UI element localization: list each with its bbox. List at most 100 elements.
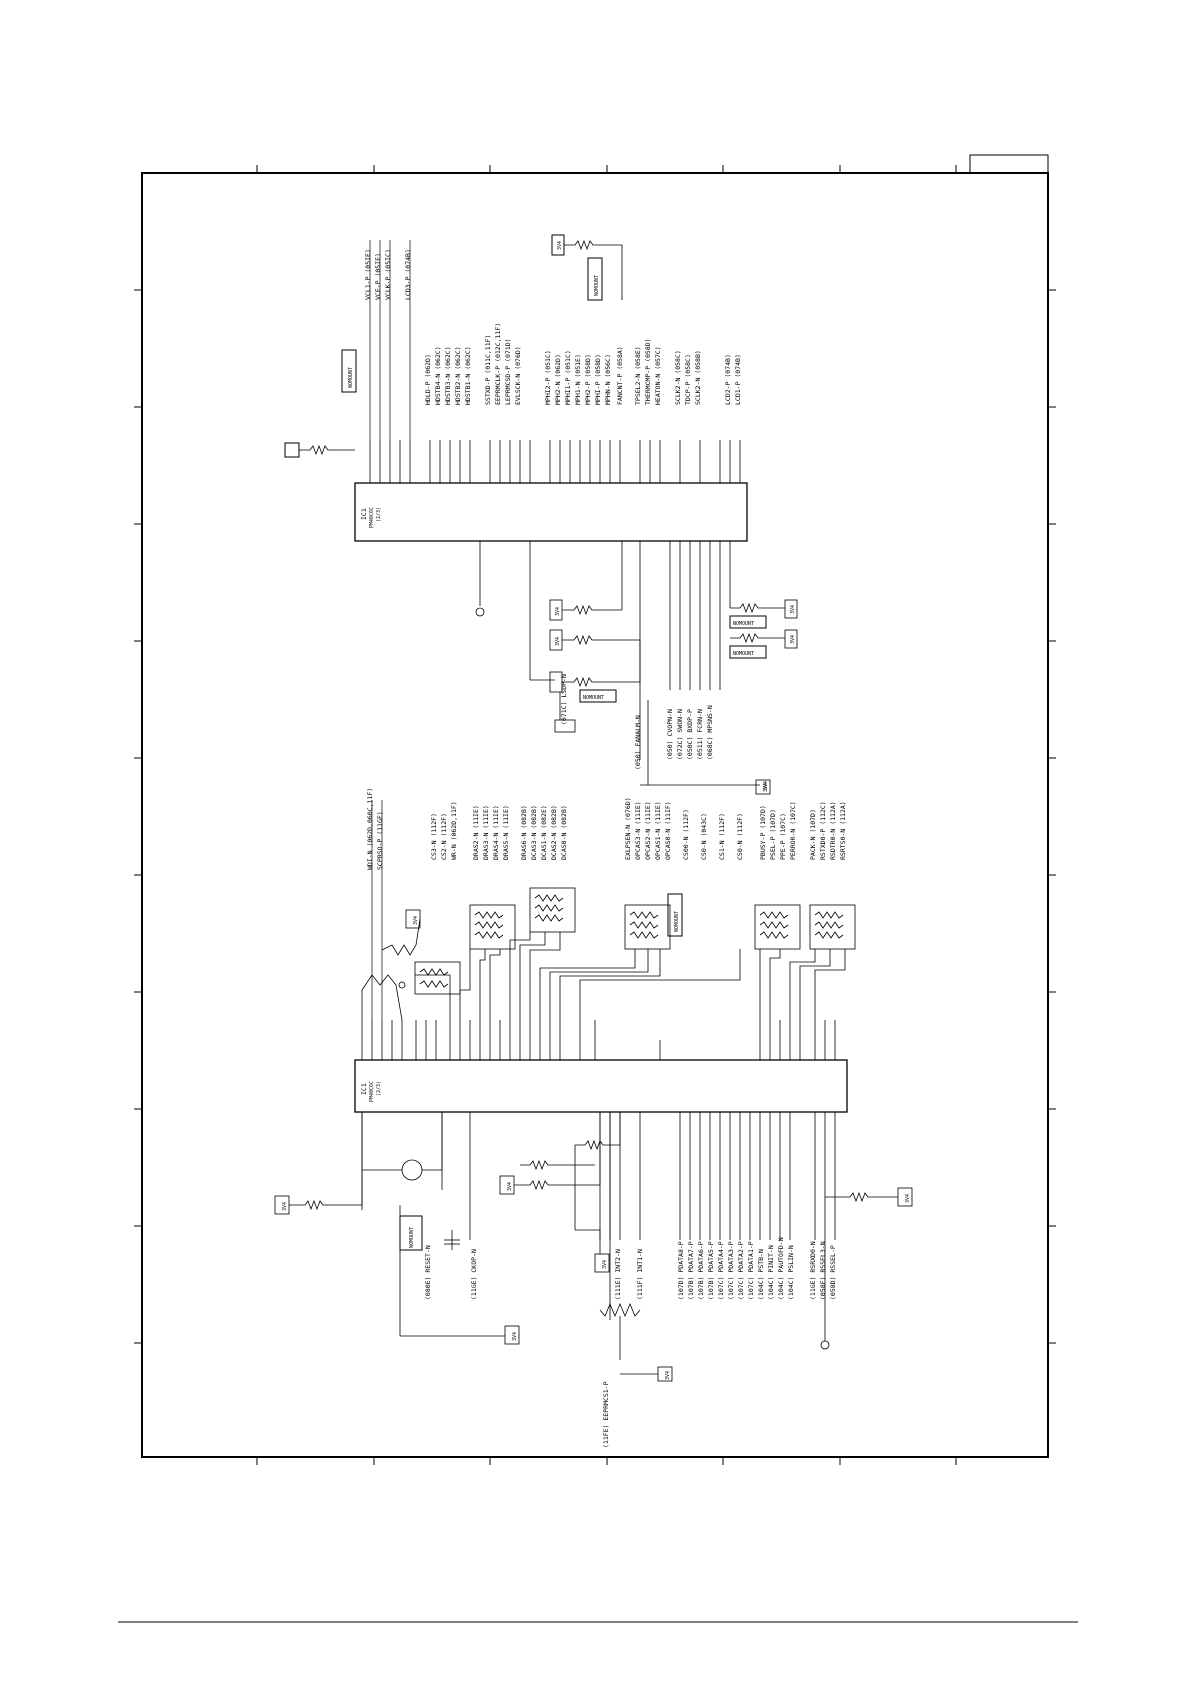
pwr-flag-1: 3V4	[557, 241, 563, 250]
bl-1: (11GE) CKOP-N	[470, 1249, 478, 1300]
top-net-3: LCD3-P (074B)	[404, 249, 412, 300]
ic-bottom-pkg: (2/3)	[376, 1081, 382, 1096]
ic-top-body	[354, 482, 748, 542]
bn-1: SCPRSO-P (11GF)	[376, 811, 384, 870]
bl-3: (111F) INT1-N	[636, 1249, 644, 1300]
bl-13: (104C) PINIT-N	[767, 1245, 775, 1300]
bn-17: OPCAS1-N (11IE)	[654, 801, 662, 860]
ic-top-part: PM40C6C	[369, 507, 375, 528]
top-net-10: EEPRMCLK-P (012C,11F)	[494, 323, 502, 405]
power-flags: 3V4 3V4 3V4 3V4 3V4 3V4 3V4 3V4 3V4 3V4 …	[282, 241, 911, 1380]
bn-29: RSDTR0-N (112A)	[829, 801, 837, 860]
bl-15: (104C) PSLIN-N	[787, 1245, 795, 1300]
pwr-flag-3: 3V4	[790, 635, 796, 644]
title-box	[969, 154, 1049, 174]
bn-26: PERROR-N (107C)	[789, 801, 797, 860]
ic-top-pins	[369, 440, 741, 690]
top-net-6: HDSTB3-N (062C)	[444, 346, 452, 405]
zone-ticks	[134, 165, 1056, 1465]
top-net-24: SCLK2-N (058C)	[674, 350, 682, 405]
nomount-label-7: NOMOUNT	[409, 1227, 415, 1248]
ic-bottom-body	[354, 1059, 848, 1113]
top-net-13: MPHI2-P (051C)	[544, 350, 552, 405]
pwr-flag-4: 3V4	[555, 607, 561, 616]
bn-14: EXLPSEN-N (076D)	[624, 797, 632, 860]
pwr-flag-5: 3V4	[555, 637, 561, 646]
ic-bottom-ref: IC1	[360, 1083, 368, 1095]
top-net-19: MPHN-N (056C)	[604, 354, 612, 405]
bl-18: (058D) RSSEL-P	[829, 1245, 837, 1300]
top-net-21: TPSEL2-N (058E)	[634, 346, 642, 405]
mid-net-4: (068C) MPSNS-N	[706, 705, 714, 760]
top-net-23: HEATON-N (057C)	[654, 346, 662, 405]
bl-6: (107B) PDATA6-P	[697, 1241, 705, 1300]
top-net-18: MPHI-P (058D)	[594, 354, 602, 405]
nomount-boxes: NOMOUNT NOMOUNT NOMOUNT NOMOUNT NOMOUNT …	[341, 257, 767, 1251]
top-net-12: EVLSCK-N (076D)	[514, 346, 522, 405]
pwr-flag-13: 3V4	[905, 1194, 911, 1203]
top-net-2: VCLK-P (05IC)	[384, 249, 392, 300]
resistor-r38	[564, 239, 623, 300]
mid-net-1: (072C) SWON-N	[676, 709, 684, 760]
mid-net-0: (050) CVOPN-N	[666, 709, 674, 760]
top-net-22: THERMCMP-P (058D)	[644, 338, 652, 405]
bn-11: DCAS1-N (082E)	[540, 805, 548, 860]
pwr-flag-6: 3V4	[763, 783, 769, 792]
nomount-label-6: NOMOUNT	[674, 911, 680, 932]
top-net-1: VCE-P (05IE)	[374, 253, 382, 300]
bl-19: (11FE) EEPRMCS1-P	[602, 1381, 610, 1448]
nomount-label-2: NOMOUNT	[594, 275, 600, 296]
top-net-17: MPH2-P (058D)	[584, 354, 592, 405]
bl-5: (107B) PDATA7-P	[687, 1241, 695, 1300]
ic-top-pkg: (2/3)	[376, 507, 382, 522]
top-net-5: HDSTB4-N (062C)	[434, 346, 442, 405]
pwr-flag-10: 3V4	[512, 1332, 518, 1341]
bl-11: (107C) PDATA1-P	[747, 1241, 755, 1300]
bn-28: RSTXD0-P (112C)	[819, 801, 827, 860]
bn-9: DRAS6-N (082B)	[520, 805, 528, 860]
bl-10: (107C) PDATA2-P	[737, 1241, 745, 1300]
nomount-label-1: NOMOUNT	[348, 367, 354, 388]
ic-bottom-top-pins	[361, 1020, 836, 1060]
bn-22: CS0-N (112F)	[736, 813, 744, 860]
pwr-flag-8: 3V4	[282, 1202, 288, 1211]
pwr-flag-12: 3V4	[665, 1371, 671, 1380]
ic-bottom-bottom-pins	[361, 1112, 836, 1240]
pwr-flag-9: 3V4	[507, 1182, 513, 1191]
bl-0: (080E) RESET-N	[424, 1245, 432, 1300]
bn-25: PPE-P (107C)	[779, 813, 787, 860]
bn-19: CS00-N (112F)	[682, 809, 690, 860]
bl-2: (111E) INT2-N	[614, 1249, 622, 1300]
top-net-8: HDSTB1-N (062C)	[464, 346, 472, 405]
pwr-flag-2: 3V4	[790, 605, 796, 614]
nomount-label-3: NOMOUNT	[733, 621, 754, 627]
top-net-9: SSTXD-P (011C,11F)	[484, 335, 492, 405]
bn-2: CS3-N (112F)	[430, 813, 438, 860]
bn-6: DRAS3-N (11IE)	[482, 805, 490, 860]
mid-net-2: (050C) BXDP-P	[686, 709, 694, 760]
bl-12: (104C) PSTB-N	[757, 1249, 765, 1300]
mid-net-5: (050) FANALM-N	[634, 715, 642, 770]
top-net-16: MPH1-N (051E)	[574, 354, 582, 405]
bn-30: RSRTS0-N (112A)	[839, 801, 847, 860]
port-top-left	[284, 442, 300, 458]
bl-8: (107C) PDATA4-P	[717, 1241, 725, 1300]
top-net-20: FANCNT-P (058A)	[616, 346, 624, 405]
mid-net-6: (071C) LSDP-N	[560, 674, 568, 725]
top-net-26: SCLK2-N (058B)	[694, 350, 702, 405]
ic-top-ref: IC1	[360, 508, 368, 520]
bn-16: OPCAS2-N (11IE)	[644, 801, 652, 860]
bn-20: CS0-N (043C)	[700, 813, 708, 860]
top-net-25: TDCP-P (058C)	[684, 354, 692, 405]
top-net-27: LCD2-P (074B)	[724, 354, 732, 405]
bl-9: (107C) PDATA3-P	[727, 1241, 735, 1300]
bottom-net-labels-upper: WDI-N (062D,060C,11F) SCPRSO-P (11GF) CS…	[366, 788, 847, 1020]
mid-net-labels: (050) CVOPN-N (072C) SWON-N (050C) BXDP-…	[560, 674, 714, 770]
bl-17: (058F) RSSEL3-N	[819, 1241, 827, 1300]
bn-24: PSEL-P (107D)	[769, 809, 777, 860]
mid-net-3: (0511) FCRN-N	[696, 709, 704, 760]
bn-18: OPCAS0-N (11IF)	[664, 801, 672, 860]
bl-7: (107B) PDATA5-P	[707, 1241, 715, 1300]
top-net-14: MPH2-N (062D)	[554, 354, 562, 405]
